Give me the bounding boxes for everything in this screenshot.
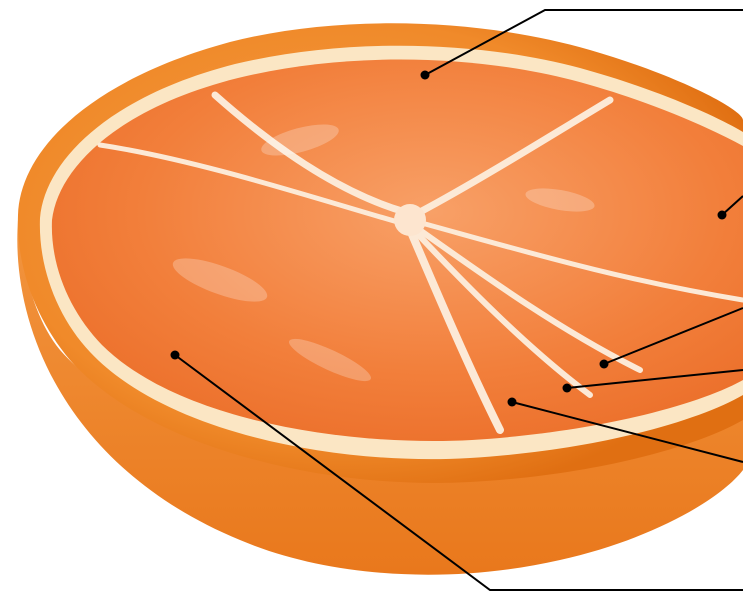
callout-dot-segment-small-2 xyxy=(563,384,572,393)
callout-dot-segment-large-left xyxy=(171,351,180,360)
callout-dot-segment-small-1 xyxy=(600,360,609,369)
callout-dot-segment-small-3 xyxy=(508,398,517,407)
callout-dot-segment-right xyxy=(718,211,727,220)
core-center xyxy=(394,204,426,236)
callout-dot-segment-top xyxy=(421,71,430,80)
